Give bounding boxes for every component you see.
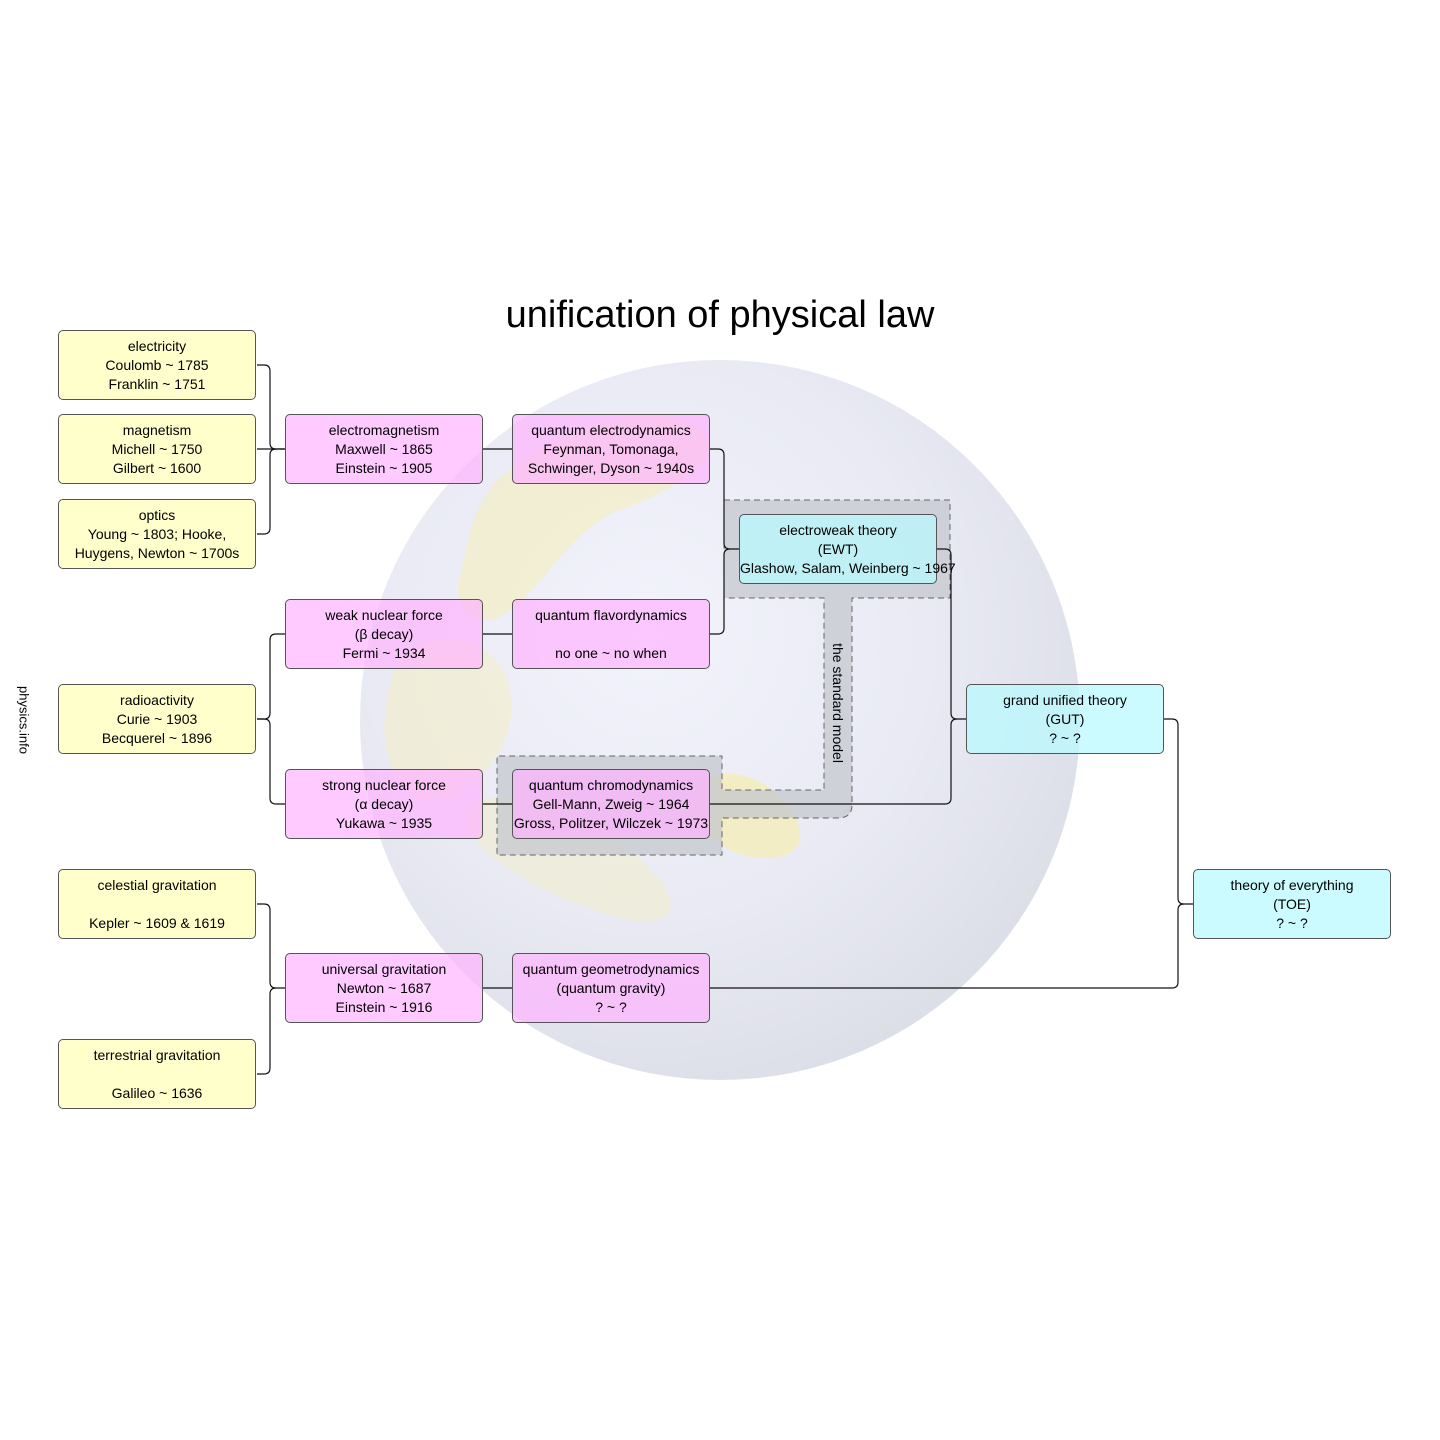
box-quantum-chromodynamics: quantum chromodynamics Gell-Mann, Zweig … (512, 769, 710, 839)
box-name: strong nuclear force (322, 776, 446, 793)
box-weak-nuclear-force: weak nuclear force (β decay) Fermi ~ 193… (285, 599, 483, 669)
box-magnetism: magnetism Michell ~ 1750 Gilbert ~ 1600 (58, 414, 256, 484)
box-detail: Galileo ~ 1636 (111, 1084, 203, 1101)
box-strong-nuclear-force: strong nuclear force (α decay) Yukawa ~ … (285, 769, 483, 839)
box-name: electroweak theory (779, 521, 897, 538)
box-electricity: electricity Coulomb ~ 1785 Franklin ~ 17… (58, 330, 256, 400)
box-detail: Gell-Mann, Zweig ~ 1964 (532, 795, 690, 812)
box-detail: Coulomb ~ 1785 (105, 356, 209, 373)
standard-model-band (496, 499, 951, 856)
box-detail: Maxwell ~ 1865 (335, 440, 433, 457)
box-name: celestial gravitation (97, 876, 217, 893)
box-detail: Schwinger, Dyson ~ 1940s (527, 459, 695, 476)
box-detail: ? ~ ? (1276, 914, 1308, 931)
box-quantum-geometrodynamics: quantum geometrodynamics (quantum gravit… (512, 953, 710, 1023)
box-grand-unified-theory: grand unified theory (GUT) ? ~ ? (966, 684, 1164, 754)
box-detail: Becquerel ~ 1896 (101, 729, 213, 746)
box-quantum-electrodynamics: quantum electrodynamics Feynman, Tomonag… (512, 414, 710, 484)
box-detail: Franklin ~ 1751 (108, 375, 206, 392)
box-detail: Einstein ~ 1916 (335, 998, 433, 1015)
standard-model-label: the standard model (830, 643, 846, 763)
box-detail: Feynman, Tomonaga, (543, 440, 679, 457)
box-name: quantum chromodynamics (528, 776, 694, 793)
box-detail (59, 895, 255, 914)
box-celestial-gravitation: celestial gravitation Kepler ~ 1609 & 16… (58, 869, 256, 939)
box-detail: (TOE) (1273, 895, 1311, 912)
box-detail: (β decay) (354, 625, 414, 642)
box-name: quantum electrodynamics (531, 421, 691, 438)
box-detail: Young ~ 1803; Hooke, (87, 525, 227, 542)
box-detail: Kepler ~ 1609 & 1619 (89, 914, 225, 931)
box-name: magnetism (122, 421, 192, 438)
box-name: quantum flavordynamics (535, 606, 687, 623)
box-detail: (EWT) (817, 540, 859, 557)
box-electroweak-theory: electroweak theory (EWT) Glashow, Salam,… (739, 514, 956, 584)
box-detail: no one ~ no when (555, 644, 667, 661)
box-name: theory of everything (1230, 876, 1354, 893)
box-quantum-flavordynamics: quantum flavordynamics no one ~ no when (512, 599, 710, 669)
box-terrestrial-gravitation: terrestrial gravitation Galileo ~ 1636 (58, 1039, 256, 1109)
box-name: radioactivity (120, 691, 194, 708)
box-name: terrestrial gravitation (93, 1046, 221, 1063)
source-label: physics.info (16, 686, 32, 754)
box-detail: Curie ~ 1903 (116, 710, 198, 727)
box-detail: Einstein ~ 1905 (335, 459, 433, 476)
box-detail: Gross, Politzer, Wilczek ~ 1973 (513, 814, 709, 831)
box-radioactivity: radioactivity Curie ~ 1903 Becquerel ~ 1… (58, 684, 256, 754)
box-detail: ? ~ ? (1049, 729, 1081, 746)
box-name: electricity (127, 337, 187, 354)
box-electromagnetism: electromagnetism Maxwell ~ 1865 Einstein… (285, 414, 483, 484)
page-title: unification of physical law (505, 294, 935, 336)
box-detail: ? ~ ? (595, 998, 627, 1015)
box-detail (59, 1065, 255, 1084)
box-detail (513, 625, 709, 644)
box-name: grand unified theory (1003, 691, 1127, 708)
box-name: universal gravitation (321, 960, 447, 977)
box-detail: Huygens, Newton ~ 1700s (74, 544, 240, 561)
box-detail: Newton ~ 1687 (336, 979, 432, 996)
box-detail: (quantum gravity) (556, 979, 666, 996)
box-detail: Yukawa ~ 1935 (335, 814, 433, 831)
box-optics: optics Young ~ 1803; Hooke, Huygens, New… (58, 499, 256, 569)
box-name: weak nuclear force (325, 606, 443, 623)
box-detail: Michell ~ 1750 (111, 440, 203, 457)
box-universal-gravitation: universal gravitation Newton ~ 1687 Eins… (285, 953, 483, 1023)
box-detail: (α decay) (354, 795, 414, 812)
box-detail: Glashow, Salam, Weinberg ~ 1967 (740, 559, 956, 576)
box-detail: Fermi ~ 1934 (342, 644, 426, 661)
box-name: electromagnetism (328, 421, 440, 438)
box-theory-of-everything: theory of everything (TOE) ? ~ ? (1193, 869, 1391, 939)
box-detail: Gilbert ~ 1600 (112, 459, 202, 476)
box-detail: (GUT) (1045, 710, 1085, 727)
box-name: quantum geometrodynamics (522, 960, 700, 977)
box-name: optics (138, 506, 176, 523)
